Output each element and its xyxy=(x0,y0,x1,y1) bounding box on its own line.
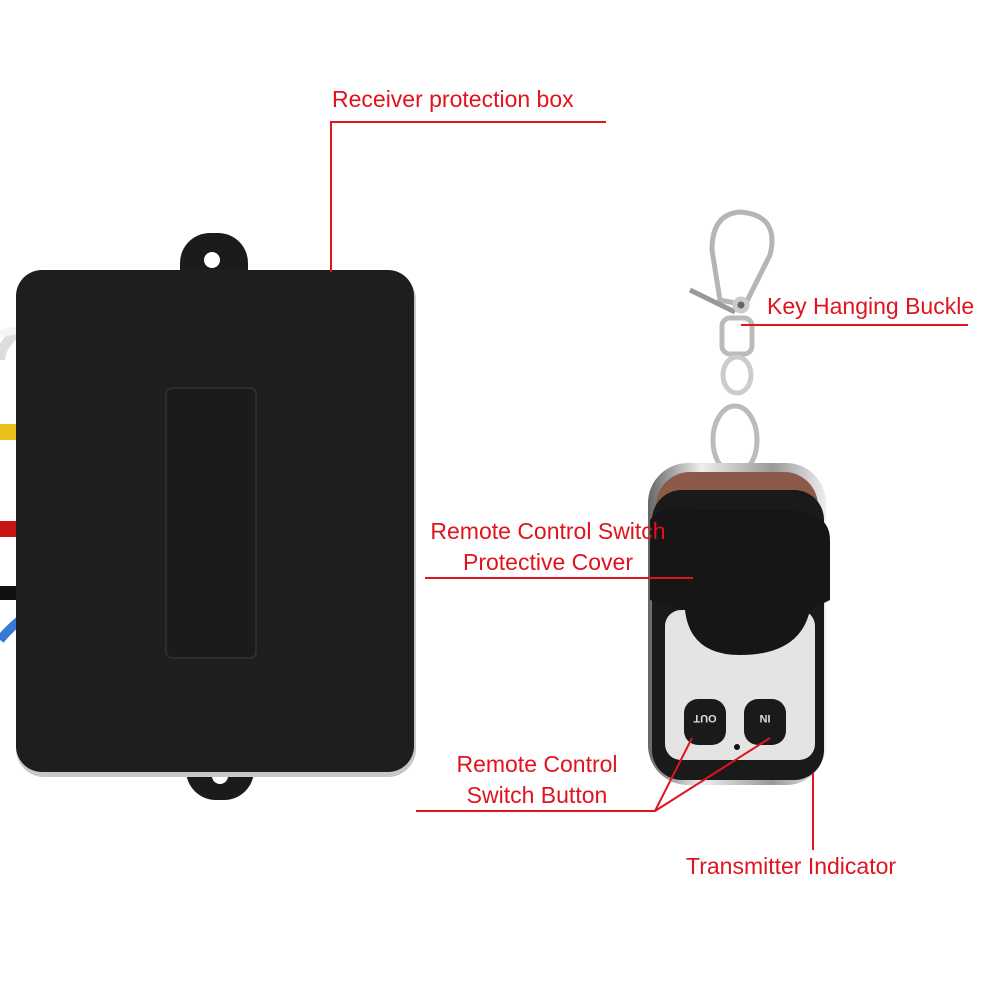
label-protective-cover-line2: Protective Cover xyxy=(462,549,633,575)
label-switch-button-line1: Remote Control xyxy=(456,751,618,777)
label-protective-cover: Remote Control Switch Protective Cover xyxy=(412,516,684,578)
in-button[interactable] xyxy=(744,699,786,745)
label-protective-cover-line1: Remote Control Switch xyxy=(430,518,666,544)
key-hanging-buckle xyxy=(688,209,775,477)
out-button-label: OUT xyxy=(693,712,717,724)
label-switch-button-line2: Switch Button xyxy=(466,782,608,808)
receiver-box xyxy=(16,233,416,800)
label-receiver-protection-box: Receiver protection box xyxy=(332,86,574,112)
out-button[interactable] xyxy=(684,699,726,745)
transmitter-indicator-led xyxy=(734,744,740,750)
label-key-hanging-buckle: Key Hanging Buckle xyxy=(767,293,975,319)
label-transmitter-indicator: Transmitter Indicator xyxy=(686,853,897,879)
annotation-lines xyxy=(330,121,968,850)
in-button-label: IN xyxy=(759,712,771,724)
remote-transmitter xyxy=(648,463,830,785)
label-switch-button: Remote Control Switch Button xyxy=(437,749,637,811)
